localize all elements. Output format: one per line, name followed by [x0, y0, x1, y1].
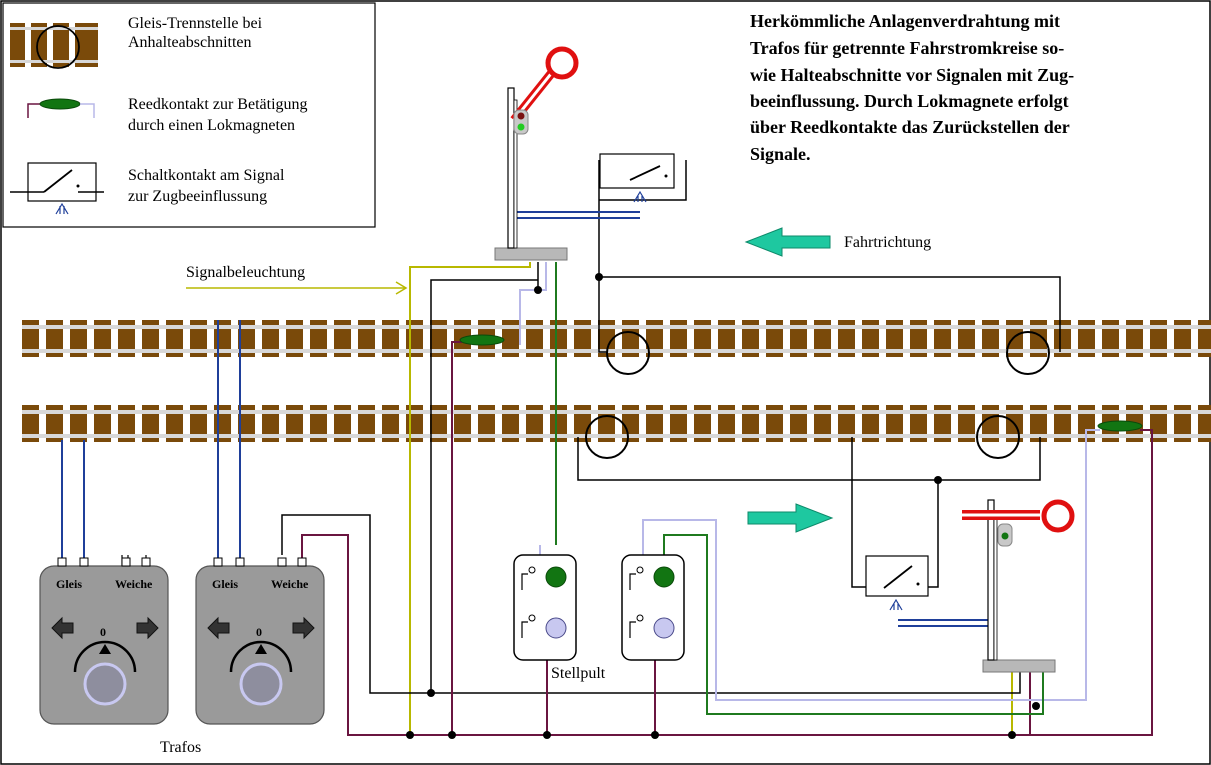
trafo2-left-arrow-icon[interactable] — [207, 616, 230, 640]
legend-trennstelle-line2: Anhalteabschnitten — [128, 34, 252, 51]
trafo2-right-arrow-icon[interactable] — [292, 616, 315, 640]
junction-dots — [406, 273, 1040, 739]
label-trafos: Trafos — [160, 739, 201, 756]
title-line3: wie Halteabschnitte vor Signalen mit Zug… — [750, 65, 1074, 85]
wire-black-5 — [851, 437, 868, 588]
wire-black-4 — [577, 437, 1041, 481]
wire-blue-trafo1 — [61, 440, 85, 566]
trafo1-knob[interactable] — [83, 662, 127, 706]
schaltkontakt-lower — [865, 555, 929, 611]
title-line4: beeinflussung. Durch Lokmagnete erfolgt — [750, 91, 1069, 111]
stellpult-panel-2[interactable] — [621, 554, 685, 661]
trafo1-pointer-icon — [99, 644, 111, 654]
track-lower — [22, 405, 1211, 442]
trafo1-weiche-label: Weiche — [115, 577, 153, 591]
trennstelle-upper-1 — [606, 331, 650, 375]
wire-purple-reed — [451, 341, 462, 735]
trafo1-left-arrow-icon[interactable] — [51, 616, 74, 640]
stellpult-panel-1[interactable] — [513, 554, 577, 661]
signal-lower — [962, 499, 1075, 673]
trafo2-gleis-label: Gleis — [212, 577, 238, 591]
trafo2-weiche-label: Weiche — [271, 577, 309, 591]
wire-yellow-signal-2 — [410, 672, 1013, 736]
title-block: Herkömmliche Anlagenverdrahtung mit Traf… — [750, 11, 1074, 164]
trennstelle-lower-2 — [976, 415, 1020, 459]
wire-black-6 — [926, 480, 939, 588]
schaltkontakt-upper — [599, 153, 675, 203]
signal-upper — [494, 46, 579, 261]
legend-reed-line1: Reedkontakt zur Betätigung — [128, 96, 308, 113]
title-line1: Herkömmliche Anlagenverdrahtung mit — [750, 11, 1060, 31]
wire-purple-main — [301, 429, 1153, 736]
wire-lavender-2 — [642, 429, 1100, 701]
wire-black-1 — [430, 279, 538, 693]
trafo1-right-arrow-icon[interactable] — [136, 616, 159, 640]
legend-schaltkontakt-line2: zur Zugbeeinflussung — [128, 188, 267, 205]
legend-reed-line2: durch einen Lokmagneten — [128, 117, 295, 134]
title-line2: Trafos für getrennte Fahrstromkreise so- — [750, 38, 1064, 58]
legend-trennstelle-symbol — [10, 23, 98, 69]
label-fahrtrichtung: Fahrtrichtung — [844, 234, 931, 251]
trafo-2[interactable]: Gleis Weiche 0 — [195, 557, 325, 725]
trennstelle-upper-2 — [1006, 331, 1050, 375]
trafo1-zero-label: 0 — [100, 625, 106, 639]
trafo2-pointer-icon — [255, 644, 267, 654]
wire-blue-signal2 — [898, 619, 990, 627]
legend-reed-symbol — [27, 98, 95, 118]
trafo2-zero-label: 0 — [256, 625, 262, 639]
trennstelle-lower-1 — [585, 415, 629, 459]
trafo2-knob[interactable] — [239, 662, 283, 706]
wire-black-schalt-top — [599, 160, 687, 201]
wire-green-2 — [663, 534, 1044, 715]
wire-blue-signal1 — [516, 211, 640, 219]
wire-lavender-1 — [519, 262, 547, 345]
legend-schaltkontakt-symbol — [10, 162, 104, 215]
signalbeleuchtung-arrow — [186, 281, 408, 295]
label-signalbeleuchtung: Signalbeleuchtung — [186, 264, 305, 281]
wire-yellow-signal — [409, 262, 531, 735]
legend-box: Gleis-Trennstelle bei Anhalteabschnitten… — [2, 2, 376, 228]
trafo-1[interactable]: Gleis Weiche 0 — [39, 557, 169, 725]
reed-contact-lower — [1097, 420, 1143, 432]
direction-arrow-left — [744, 227, 831, 257]
title-line5: über Reedkontakte das Zurückstellen der — [750, 117, 1070, 137]
label-stellpult: Stellpult — [551, 665, 606, 682]
wire-black-trafo — [281, 514, 1021, 694]
trafo1-gleis-label: Gleis — [56, 577, 82, 591]
title-line6: Signale. — [750, 144, 811, 164]
direction-arrow-right — [747, 503, 834, 533]
track-upper — [22, 320, 1211, 357]
wire-blue-trafo2 — [217, 320, 241, 566]
reed-contact-upper — [459, 334, 505, 346]
legend-trennstelle-line1: Gleis-Trennstelle bei — [128, 15, 263, 32]
legend-schaltkontakt-line1: Schaltkontakt am Signal — [128, 167, 285, 184]
wire-black-2 — [598, 277, 607, 353]
